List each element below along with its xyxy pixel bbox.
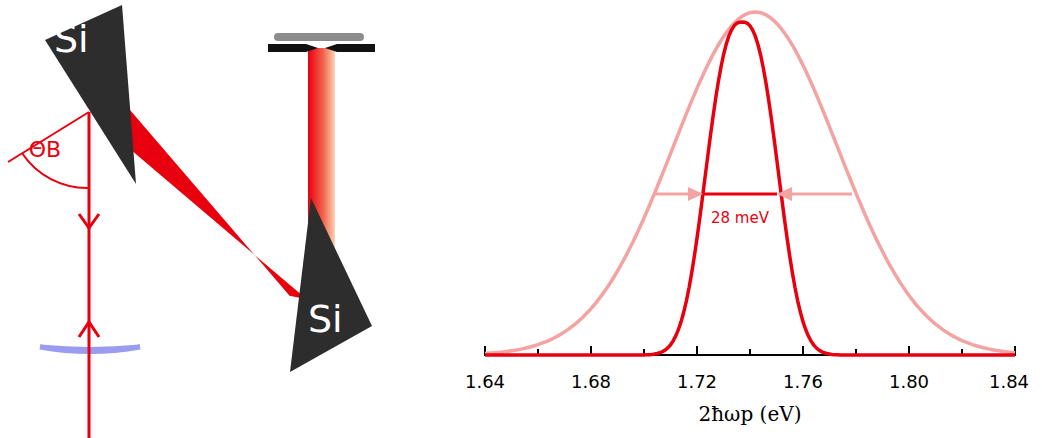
broad-spectrum: [485, 12, 1015, 353]
beam-arrow: [79, 214, 99, 228]
narrow-spectrum: [485, 22, 1015, 355]
tick-label: 1.84: [989, 373, 1029, 391]
tick-label: 1.76: [783, 373, 823, 391]
arrowhead: [777, 187, 792, 201]
tick-label: 1.64: [465, 373, 505, 391]
axis-title: 2ħωp (eV): [699, 404, 802, 424]
fwhm-line: [703, 193, 777, 196]
prism-label: Si: [308, 300, 343, 338]
end-mirror: [274, 33, 364, 41]
slit: [268, 44, 318, 52]
axis-tick: [696, 346, 698, 356]
axis-tick: [802, 346, 804, 356]
tick-label: 1.80: [889, 373, 929, 391]
beam-line: [88, 112, 91, 438]
fwhm-arrow: [655, 193, 692, 196]
tick-label: 1.68: [571, 373, 611, 391]
prism-shape: [278, 196, 374, 374]
angle-line: [8, 112, 89, 162]
axis-tick: [749, 349, 751, 356]
angle-label: ΘB: [29, 139, 61, 161]
slit: [325, 44, 375, 52]
fwhm-arrow: [788, 193, 852, 196]
prism-label: Si: [54, 20, 89, 58]
tick-label: 1.72: [677, 373, 717, 391]
width-label: 28 meV: [711, 211, 769, 226]
prism: Si: [278, 196, 374, 374]
beam-arrow: [79, 322, 99, 337]
beam-band: [125, 104, 307, 299]
arrowhead: [688, 187, 703, 201]
